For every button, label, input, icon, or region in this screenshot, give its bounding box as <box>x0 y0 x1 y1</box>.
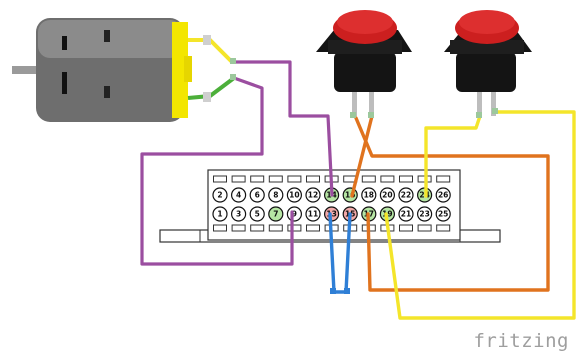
terminal-pin-label-7: 7 <box>273 210 278 219</box>
terminal-pin-label-18: 18 <box>364 191 374 200</box>
terminal-pin-6 <box>249 187 265 203</box>
terminal-tab-top <box>213 175 227 183</box>
terminal-pin-label-6: 6 <box>255 191 260 200</box>
terminal-pin-20 <box>379 187 395 203</box>
terminal-pin-label-11: 11 <box>308 210 318 219</box>
terminal-pin-label-25: 25 <box>438 210 448 219</box>
wire-blue <box>328 212 352 294</box>
terminal-pin-label-12: 12 <box>308 191 318 200</box>
terminal-tab-top <box>399 175 413 183</box>
terminal-pin-18 <box>361 187 377 203</box>
terminal-tab-top <box>361 175 376 183</box>
terminal-tab-top <box>287 175 302 183</box>
terminal-pin-21 <box>398 206 414 222</box>
terminal-pin-label-20: 20 <box>382 191 392 200</box>
terminal-tab-top <box>380 175 395 183</box>
push-button-left <box>316 10 412 116</box>
terminal-tab-bottom <box>268 224 283 232</box>
terminal-pin-2 <box>212 187 228 203</box>
terminal-pin-label-22: 22 <box>401 191 411 200</box>
wires <box>140 60 576 320</box>
terminal-tab-bottom <box>417 224 432 232</box>
wire-yellow-2 <box>384 110 576 320</box>
terminal-tab-top <box>231 175 246 183</box>
terminal-pin-10 <box>286 187 302 203</box>
terminal-tab-top <box>268 175 283 183</box>
terminal-pin-label-21: 21 <box>401 210 411 219</box>
wire-yellow-1 <box>424 114 482 198</box>
terminal-pin-label-8: 8 <box>273 191 278 200</box>
terminal-pin-8 <box>268 187 284 203</box>
terminal-tab-bottom <box>287 224 302 232</box>
terminal-pin-1 <box>212 206 228 222</box>
terminal-tab-bottom <box>436 224 451 232</box>
motor-leads <box>187 35 236 102</box>
terminal-pin-22 <box>398 187 414 203</box>
wire-orange-1 <box>350 114 374 198</box>
terminal-pin-11 <box>305 206 321 222</box>
wire-ends <box>230 58 498 294</box>
terminal-pin-label-23: 23 <box>419 210 429 219</box>
push-button-right <box>444 10 532 116</box>
terminal-pin-5 <box>249 206 265 222</box>
terminal-pin-label-9: 9 <box>292 210 297 219</box>
terminal-pin-label-5: 5 <box>255 210 260 219</box>
terminal-pin-26 <box>435 187 451 203</box>
terminal-pin-label-16: 16 <box>345 191 355 200</box>
terminal-tab-top <box>306 175 320 183</box>
terminal-pin-label-4: 4 <box>236 191 241 200</box>
terminal-pin-label-3: 3 <box>236 210 241 219</box>
wire-purple-2 <box>140 76 294 266</box>
terminal-pin-23 <box>417 206 433 222</box>
terminal-pin-25 <box>435 206 451 222</box>
terminal-tab-bottom <box>399 224 413 232</box>
terminal-pin-3 <box>231 206 247 222</box>
terminal-tab-bottom <box>250 224 265 232</box>
terminal-pin-label-10: 10 <box>289 191 299 200</box>
terminal-tab-top <box>436 175 451 183</box>
terminal-pin-12 <box>305 187 321 203</box>
fritzing-brand: fritzing <box>473 330 569 352</box>
terminal-tab-bottom <box>231 224 246 232</box>
terminal-tab-bottom <box>213 224 227 232</box>
terminal-pin-7 <box>268 206 284 222</box>
terminal-tab-bottom <box>306 224 320 232</box>
wire-purple-1 <box>230 60 334 197</box>
terminal-pin-label-26: 26 <box>438 191 448 200</box>
terminal-tab-top <box>250 175 265 183</box>
wire-orange-2 <box>354 116 550 292</box>
terminal-pin-4 <box>231 187 247 203</box>
terminal-pin-label-2: 2 <box>217 191 222 200</box>
terminal-pin-label-1: 1 <box>217 210 222 219</box>
dc-motor-icon <box>12 18 192 122</box>
